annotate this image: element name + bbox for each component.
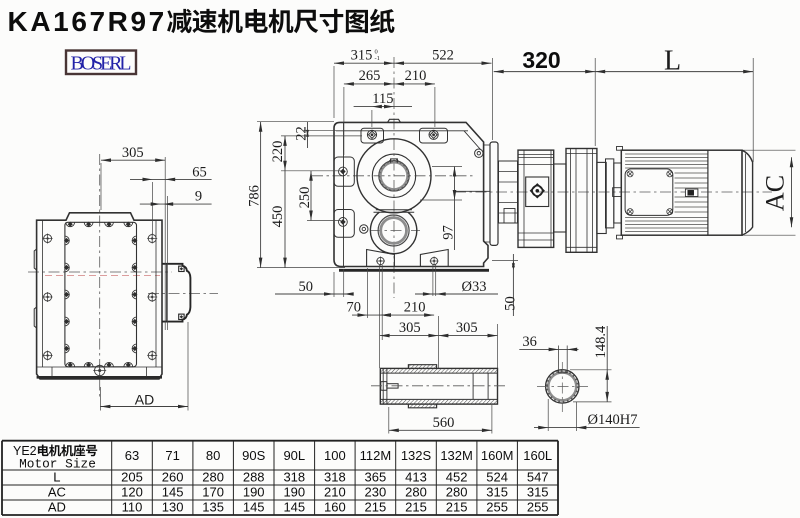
svg-text:AD: AD [135,391,154,407]
svg-text:265: 265 [359,68,381,84]
svg-text:255: 255 [527,500,549,515]
svg-text:130: 130 [162,500,184,515]
svg-text:205: 205 [121,470,143,485]
svg-text:560: 560 [433,415,455,431]
svg-text:36: 36 [522,334,537,350]
svg-text:210: 210 [405,68,427,84]
svg-text:547: 547 [527,470,549,485]
svg-text:0: 0 [375,49,378,56]
svg-text:145: 145 [283,500,305,515]
svg-text:63: 63 [125,448,139,463]
svg-text:318: 318 [324,470,346,485]
svg-text:110: 110 [122,500,143,515]
svg-text:Ø33: Ø33 [462,279,487,295]
svg-text:160M: 160M [481,448,514,463]
svg-text:90L: 90L [283,448,305,463]
svg-text:210: 210 [404,300,426,316]
svg-text:AC: AC [48,485,66,500]
svg-text:170: 170 [202,485,224,500]
svg-text:190: 190 [243,485,265,500]
svg-text:190: 190 [283,485,305,500]
svg-text:Motor Size: Motor Size [19,457,96,472]
svg-text:132S: 132S [401,448,432,463]
svg-text:90S: 90S [242,448,265,463]
svg-text:452: 452 [446,470,468,485]
svg-text:9: 9 [195,188,202,204]
svg-text:210: 210 [324,485,346,500]
svg-text:315: 315 [351,47,373,63]
svg-text:255: 255 [486,500,508,515]
svg-text:-1: -1 [375,55,380,62]
svg-text:80: 80 [206,448,220,463]
svg-text:71: 71 [165,448,179,463]
svg-text:YE2: YE2 [13,444,37,458]
svg-text:70: 70 [346,300,361,316]
svg-text:318: 318 [283,470,305,485]
svg-text:AD: AD [48,500,66,515]
svg-text:250: 250 [297,187,313,209]
svg-text:BOSERL: BOSERL [71,52,132,74]
svg-text:215: 215 [405,500,427,515]
svg-text:145: 145 [162,485,184,500]
svg-text:160L: 160L [523,448,552,463]
svg-text:50: 50 [298,279,313,295]
svg-text:50: 50 [503,296,519,311]
svg-text:305: 305 [399,320,421,336]
svg-text:L: L [53,470,60,485]
svg-text:112M: 112M [360,448,392,463]
svg-text:L: L [664,46,681,77]
svg-text:65: 65 [192,164,207,180]
svg-text:280: 280 [202,470,224,485]
svg-text:305: 305 [456,320,478,336]
svg-text:132M: 132M [440,448,473,463]
svg-text:315: 315 [527,485,549,500]
svg-text:135: 135 [202,500,224,515]
svg-text:Ø140H7: Ø140H7 [588,412,638,428]
svg-text:280: 280 [405,485,427,500]
svg-text:22: 22 [294,126,310,141]
svg-text:365: 365 [365,470,387,485]
svg-text:KA167R97: KA167R97 [8,6,167,37]
svg-text:220: 220 [270,141,286,163]
svg-text:786: 786 [247,185,263,207]
svg-text:450: 450 [270,206,286,228]
svg-text:413: 413 [405,470,427,485]
svg-text:315: 315 [486,485,508,500]
svg-text:100: 100 [324,448,346,463]
svg-text:215: 215 [365,500,387,515]
svg-text:230: 230 [365,485,387,500]
svg-text:320: 320 [522,47,560,73]
svg-text:145: 145 [243,500,265,515]
svg-text:215: 215 [446,500,468,515]
svg-text:522: 522 [432,47,454,63]
svg-text:115: 115 [372,91,393,107]
svg-text:280: 280 [446,485,468,500]
svg-text:AC: AC [761,175,790,211]
svg-text:260: 260 [162,470,184,485]
svg-text:160: 160 [324,500,346,515]
svg-text:524: 524 [486,470,508,485]
svg-text:288: 288 [243,470,265,485]
svg-text:97: 97 [441,225,457,240]
svg-text:305: 305 [122,145,144,161]
svg-text:120: 120 [121,485,143,500]
svg-text:148.4: 148.4 [593,325,609,358]
